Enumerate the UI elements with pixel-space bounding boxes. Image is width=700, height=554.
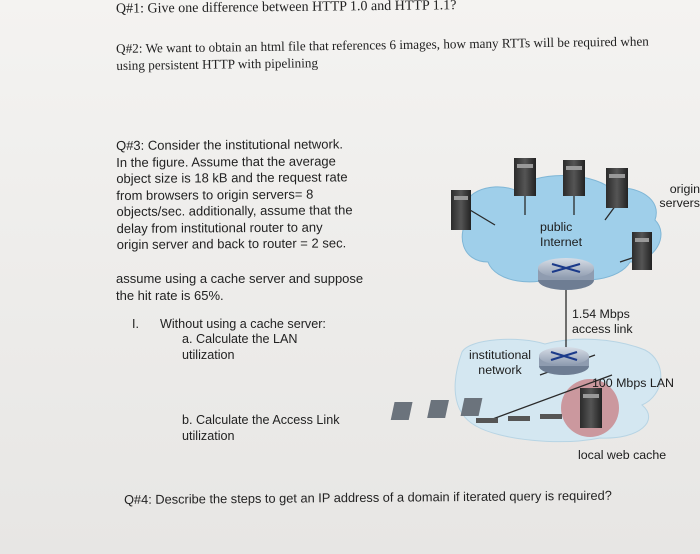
origin-servers-label: origin servers xyxy=(659,182,700,210)
computer-icon xyxy=(460,398,562,419)
server-icon xyxy=(563,160,585,196)
computer-icon xyxy=(427,400,530,421)
sub-item-a: a. Calculate the LAN utilization xyxy=(182,332,298,362)
computer-icon xyxy=(390,402,498,423)
lan-label: 100 Mbps LAN xyxy=(592,376,674,390)
list-item-1: I. Without using a cache server: xyxy=(132,317,326,331)
list-number: I. xyxy=(132,317,139,331)
public-internet-label: public Internet xyxy=(540,220,583,249)
institutional-router-icon xyxy=(539,347,589,375)
server-icon xyxy=(514,158,536,196)
assumption-text: assume using a cache server and suppose … xyxy=(116,271,364,303)
list-item-text: Without using a cache server: xyxy=(160,317,326,331)
access-link-label: 1.54 Mbps access link xyxy=(572,307,633,336)
server-icon xyxy=(451,190,471,230)
local-cache-label: local web cache xyxy=(578,448,667,462)
server-icon xyxy=(606,168,628,208)
sub-item-b: b. Calculate the Access Link utilization xyxy=(182,413,340,443)
institutional-network-label: institutional network xyxy=(469,348,531,377)
internet-router-icon xyxy=(538,258,594,290)
server-icon xyxy=(632,232,652,270)
cache-server-icon xyxy=(580,388,602,428)
